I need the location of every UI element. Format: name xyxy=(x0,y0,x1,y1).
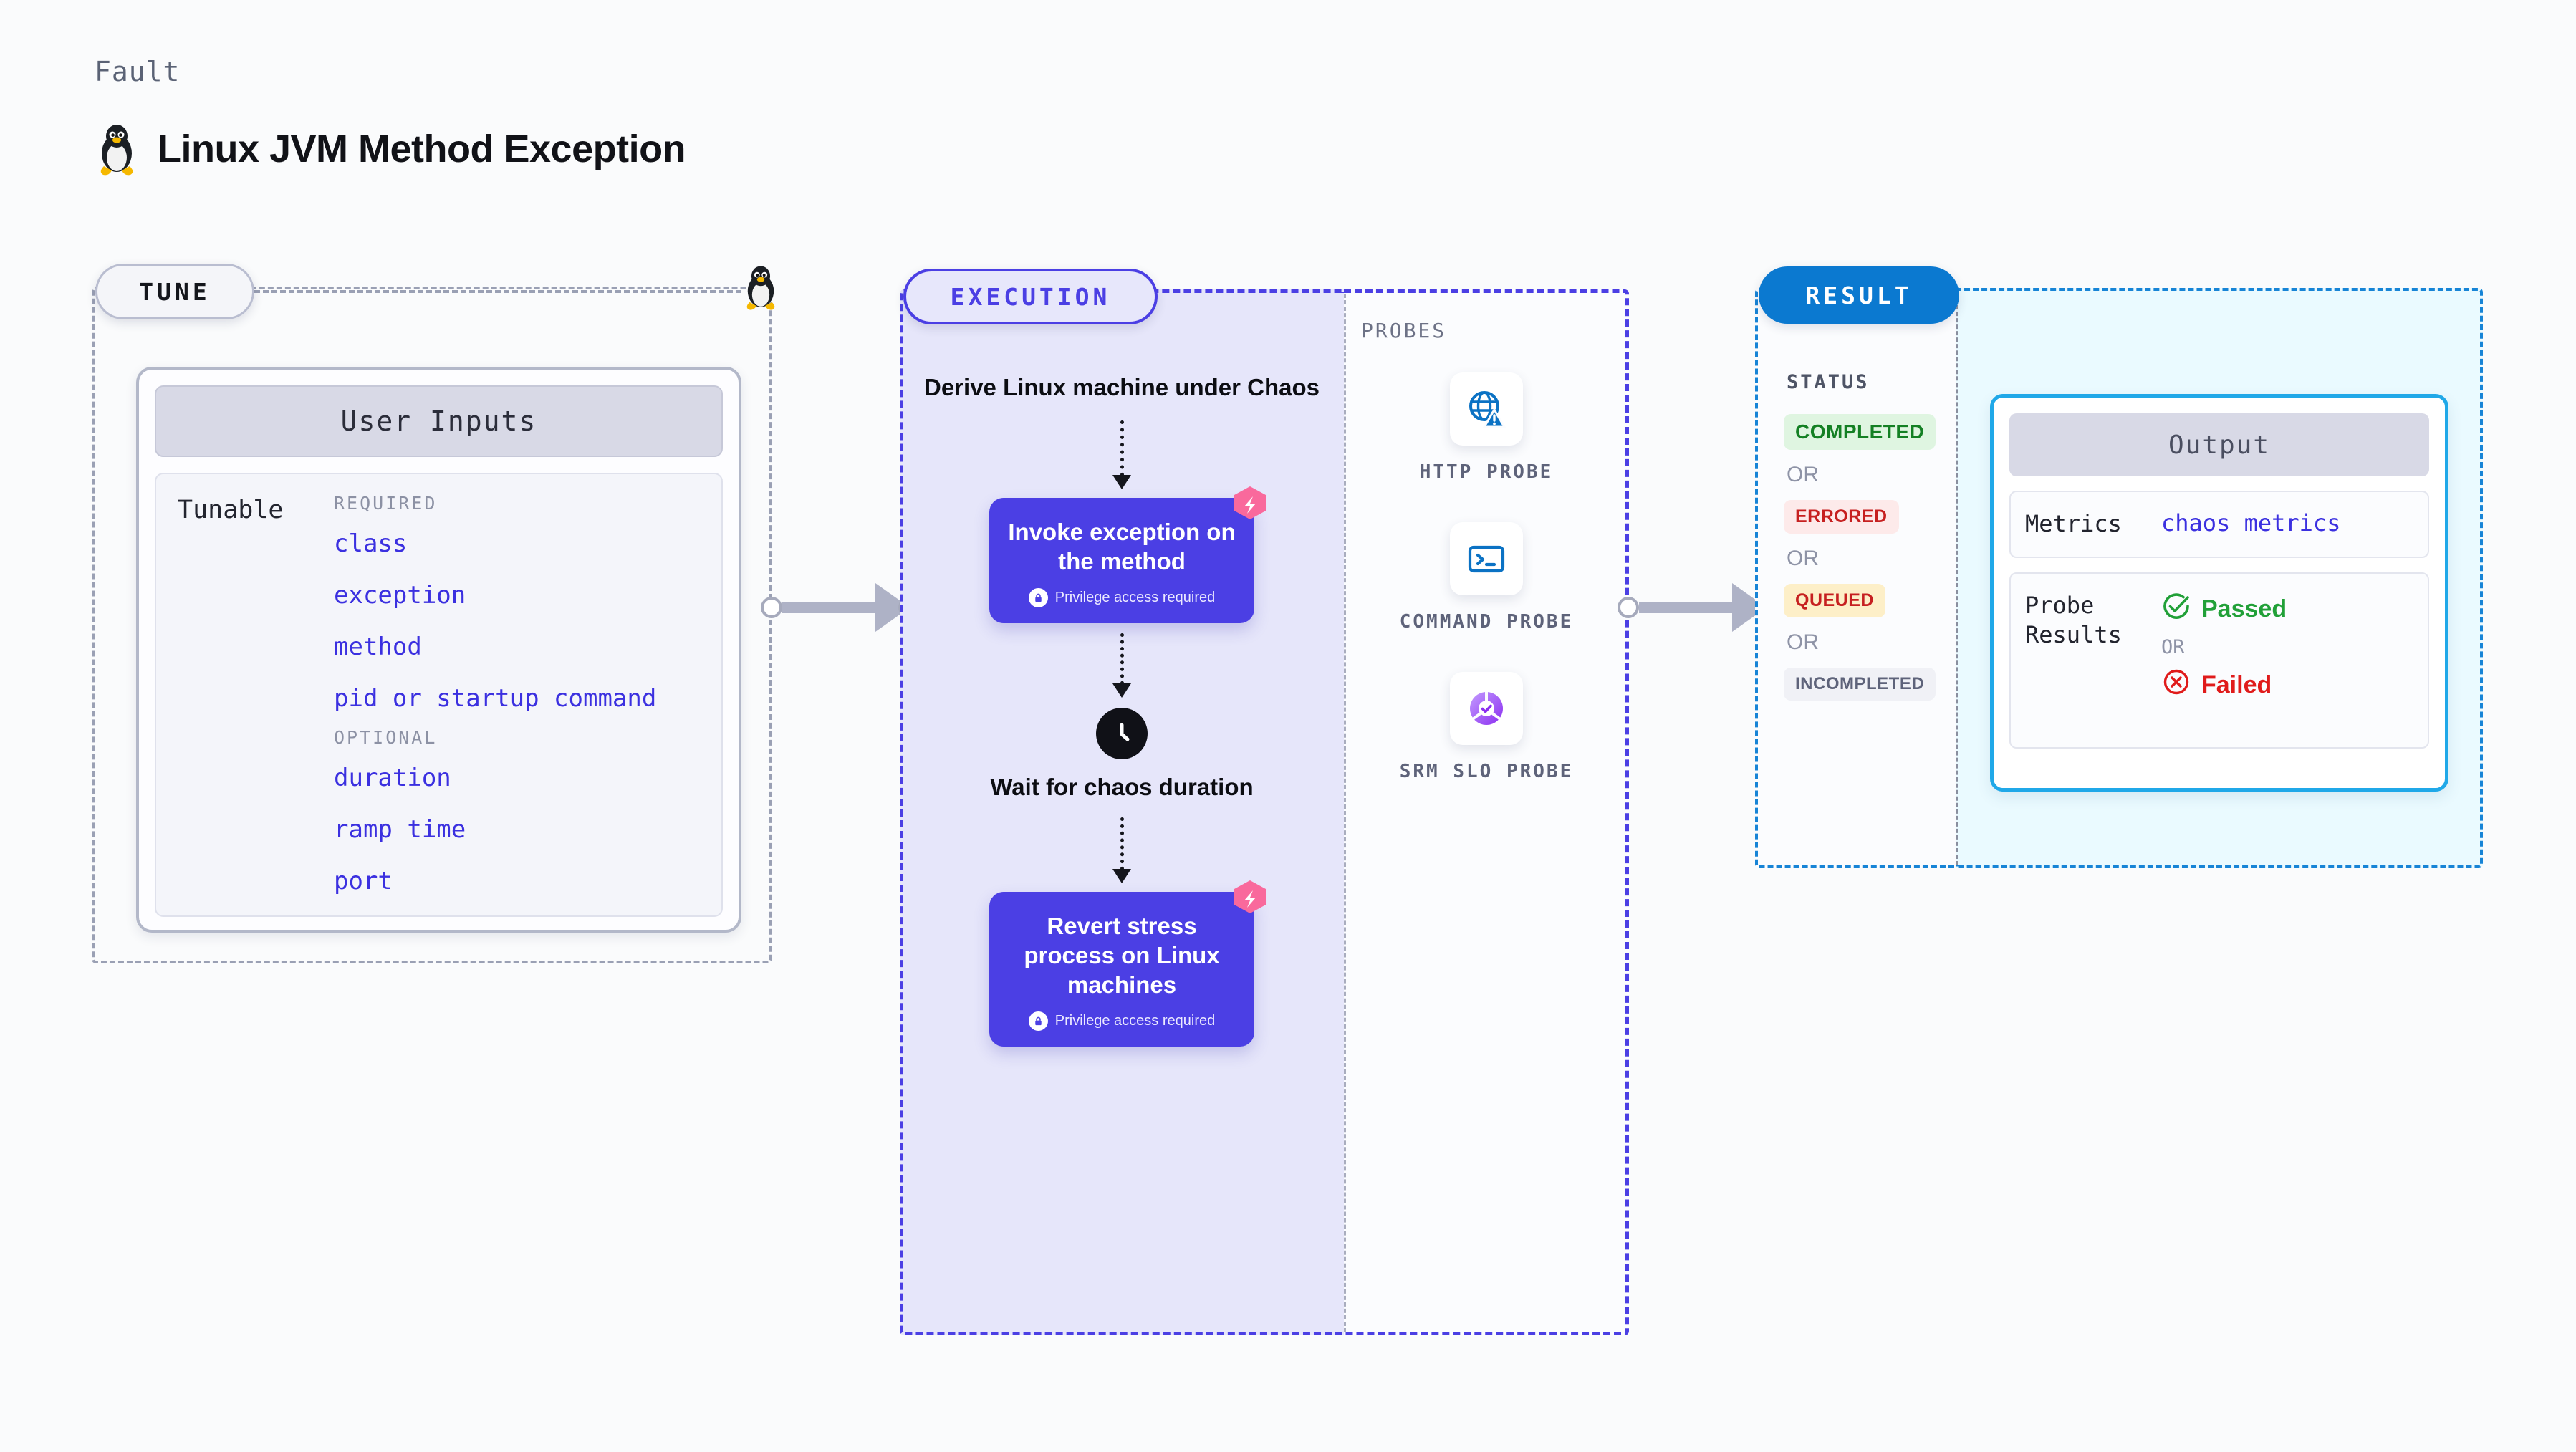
output-header: Output xyxy=(2009,413,2429,476)
connector-start-dot xyxy=(761,597,782,618)
status-badge-errored: ERRORED xyxy=(1784,500,1963,534)
tunable-method[interactable]: method xyxy=(334,633,422,661)
terminal-icon xyxy=(1450,522,1523,596)
tunable-ramp-time[interactable]: ramp time xyxy=(334,815,466,844)
tunable-exception[interactable]: exception xyxy=(334,581,466,610)
probes-region xyxy=(1344,289,1629,1335)
probe-http[interactable]: HTTP PROBE xyxy=(1420,372,1554,485)
status-list: COMPLETED OR ERRORED OR QUEUED OR INCOMP… xyxy=(1784,414,1963,701)
output-metrics-row: Metrics chaos metrics xyxy=(2009,491,2429,558)
connector-start-dot xyxy=(1618,597,1639,618)
group-required-label: REQUIRED xyxy=(334,493,438,514)
step-invoke-exception-title: Invoke exception on the method xyxy=(1008,519,1236,575)
lock-icon xyxy=(1028,588,1048,608)
flow-arrow-3 xyxy=(1112,817,1131,884)
tunable-pid-or-startup-command[interactable]: pid or startup command xyxy=(334,684,657,713)
tune-pill[interactable]: TUNE xyxy=(95,264,254,319)
status-errored-label: ERRORED xyxy=(1784,500,1899,534)
page-title: Linux JVM Method Exception xyxy=(95,122,686,176)
tunable-box: Tunable REQUIRED class exception method … xyxy=(155,473,723,917)
connector-execution-to-result xyxy=(1618,583,1777,632)
connector-shaft xyxy=(782,602,875,613)
output-metrics-value[interactable]: chaos metrics xyxy=(2161,509,2341,537)
probes-title: PROBES xyxy=(1361,319,1447,342)
connector-tune-to-execution xyxy=(761,583,920,632)
output-probe-results-key: Probe Results xyxy=(2025,591,2122,649)
probe-result-failed: Failed xyxy=(2161,667,2287,703)
user-inputs-card: User Inputs Tunable REQUIRED class excep… xyxy=(136,367,741,933)
privilege-note: Privilege access required xyxy=(1005,588,1239,608)
probe-results-values: Passed OR Failed xyxy=(2161,591,2287,730)
tunable-list: REQUIRED class exception method pid or s… xyxy=(334,493,708,897)
connector-shaft xyxy=(1639,602,1732,613)
result-region xyxy=(1755,288,1956,868)
page-title-text: Linux JVM Method Exception xyxy=(158,128,686,170)
step-revert-stress[interactable]: Revert stress process on Linux machines … xyxy=(989,880,1266,1047)
probe-srm-slo[interactable]: SRM SLO PROBE xyxy=(1400,672,1574,784)
privilege-note-text: Privilege access required xyxy=(1054,1013,1216,1029)
probe-http-label: HTTP PROBE xyxy=(1419,461,1554,483)
privilege-note: Privilege access required xyxy=(1005,1011,1239,1032)
execution-pill[interactable]: EXECUTION xyxy=(903,269,1158,324)
output-metrics-key: Metrics xyxy=(2025,510,2122,537)
tune-top-dashed-line xyxy=(254,290,741,293)
clock-icon xyxy=(1096,708,1148,760)
status-queued-label: QUEUED xyxy=(1784,584,1885,617)
flow-arrow-2 xyxy=(1112,633,1131,698)
flow-arrow-1 xyxy=(1112,420,1131,490)
status-or-3: OR xyxy=(1787,630,1819,654)
probes-list: HTTP PROBE COMMAND PROBE xyxy=(1344,372,1629,784)
check-circle-icon xyxy=(2161,591,2191,628)
probe-srm-slo-label: SRM SLO PROBE xyxy=(1399,761,1574,783)
tunable-duration[interactable]: duration xyxy=(334,764,451,792)
probes-divider xyxy=(1344,294,1346,1332)
tunable-class[interactable]: class xyxy=(334,529,408,558)
tunable-label: Tunable xyxy=(178,496,284,524)
probe-command[interactable]: COMMAND PROBE xyxy=(1400,522,1574,635)
tunable-port[interactable]: port xyxy=(334,867,393,895)
eyebrow-label: Fault xyxy=(95,56,181,87)
output-probe-results-row: Probe Results Passed OR xyxy=(2009,572,2429,749)
probe-result-passed: Passed xyxy=(2161,591,2287,628)
probe-result-or: OR xyxy=(2161,635,2185,658)
result-pill[interactable]: RESULT xyxy=(1759,266,1959,324)
status-or-1: OR xyxy=(1787,463,1819,486)
user-inputs-header: User Inputs xyxy=(155,385,723,457)
status-badge-completed: COMPLETED xyxy=(1784,414,1963,450)
status-title: STATUS xyxy=(1787,371,1870,393)
step-invoke-exception[interactable]: Invoke exception on the method Privilege… xyxy=(989,486,1266,624)
x-circle-icon xyxy=(2161,667,2191,703)
globe-warning-icon xyxy=(1449,372,1523,446)
step-wait-duration: Wait for chaos duration xyxy=(990,774,1254,801)
group-optional-label: OPTIONAL xyxy=(334,727,438,748)
chaos-badge-icon xyxy=(1229,876,1270,921)
output-card: Output Metrics chaos metrics Probe Resul… xyxy=(1990,394,2448,792)
status-or-2: OR xyxy=(1787,547,1819,570)
result-divider xyxy=(1956,292,1958,865)
chaos-badge-icon xyxy=(1229,482,1270,527)
probe-result-failed-label: Failed xyxy=(2201,670,2272,698)
status-badge-queued: QUEUED xyxy=(1784,584,1963,617)
slo-check-icon xyxy=(1450,672,1523,746)
probe-result-passed-label: Passed xyxy=(2201,595,2287,622)
step-derive-machine: Derive Linux machine under Chaos xyxy=(924,374,1320,400)
tune-region xyxy=(92,287,772,963)
linux-tux-icon xyxy=(95,122,139,176)
lock-icon xyxy=(1028,1011,1048,1032)
execution-flow: Derive Linux machine under Chaos Invoke … xyxy=(900,372,1344,1047)
status-badge-incompleted: INCOMPLETED xyxy=(1784,668,1963,701)
privilege-note-text: Privilege access required xyxy=(1054,590,1216,606)
status-incompleted-label: INCOMPLETED xyxy=(1784,668,1936,701)
status-completed-label: COMPLETED xyxy=(1784,414,1936,450)
step-revert-stress-title: Revert stress process on Linux machines xyxy=(1024,913,1220,999)
linux-tux-corner-icon xyxy=(741,264,780,314)
probe-command-label: COMMAND PROBE xyxy=(1399,611,1574,633)
